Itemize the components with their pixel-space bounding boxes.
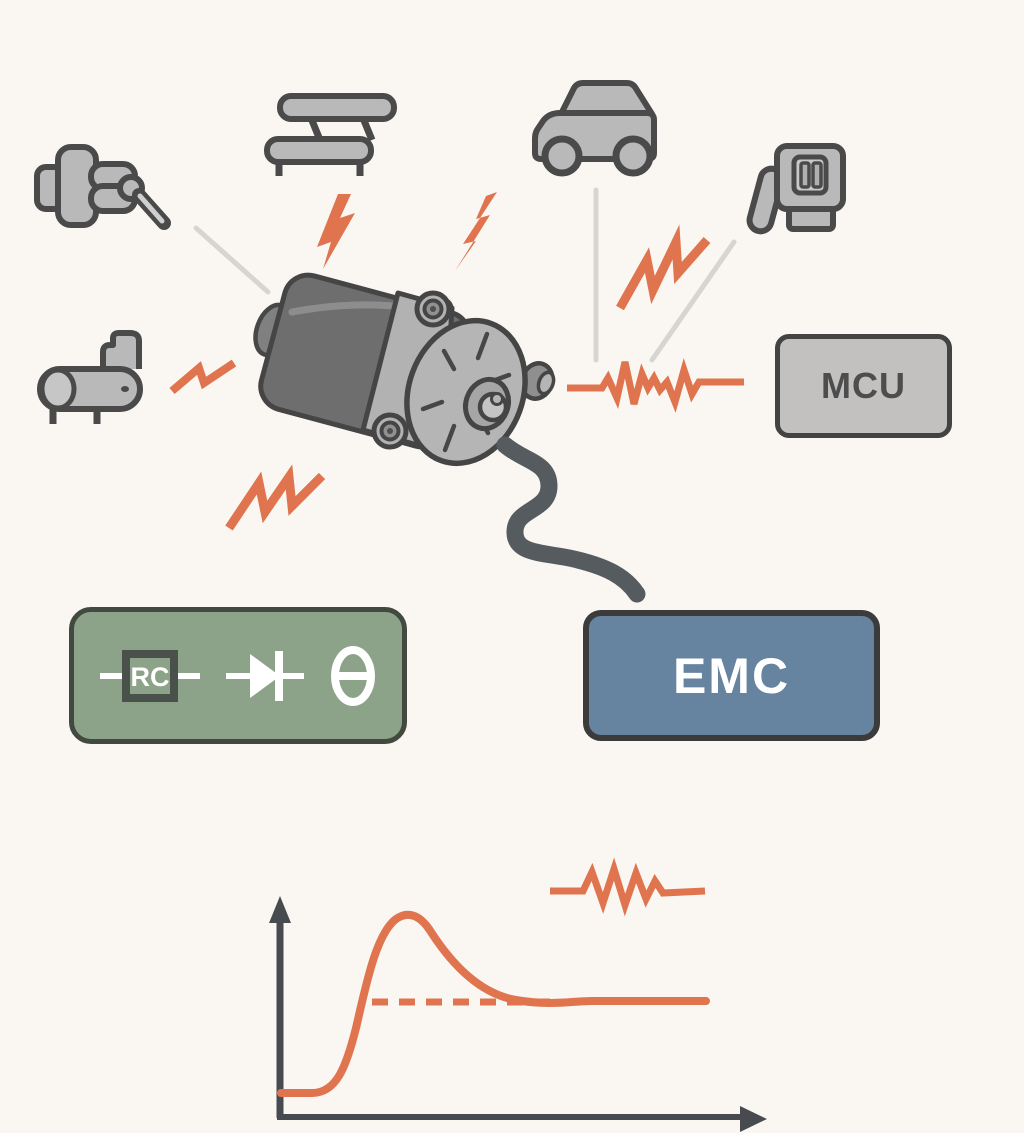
transient-curve	[277, 910, 710, 1097]
wiper-motor-illustration	[253, 272, 646, 603]
zigzag-bolt-icon	[225, 464, 326, 531]
y-axis-arrow	[269, 896, 291, 923]
emc-box: EMC	[583, 610, 880, 741]
plug-connector-line	[649, 239, 737, 363]
lightning-bolt-icon	[317, 194, 355, 269]
diode-icon	[226, 650, 304, 701]
lightning-bolt-icon	[455, 192, 497, 271]
emc-label: EMC	[672, 647, 791, 704]
actuator-muffler-icon	[37, 330, 143, 424]
connector-lines	[193, 187, 737, 363]
car-icon	[532, 80, 657, 177]
test-bench-icon	[264, 93, 397, 176]
suppression-components-box: RC	[69, 607, 407, 744]
charging-connector-icon	[746, 143, 846, 235]
noise-waveform-to-mcu	[567, 358, 744, 413]
drill-connector-line	[193, 225, 271, 295]
noise-waveform-small	[550, 857, 706, 917]
power-drill-icon	[34, 144, 171, 230]
rc-filter-icon: RC	[100, 649, 200, 702]
zigzag-bolt-icon	[616, 224, 711, 311]
mcu-label: MCU	[821, 365, 906, 406]
zigzag-bolt-icon	[169, 359, 237, 395]
response-graph	[269, 896, 767, 1132]
mcu-box: MCU	[775, 334, 952, 438]
theta-capacitor-icon	[331, 645, 375, 706]
x-axis-arrow	[740, 1106, 767, 1132]
interference-bolts	[169, 192, 711, 531]
rc-label: RC	[131, 662, 170, 692]
motor-cable	[496, 436, 646, 603]
